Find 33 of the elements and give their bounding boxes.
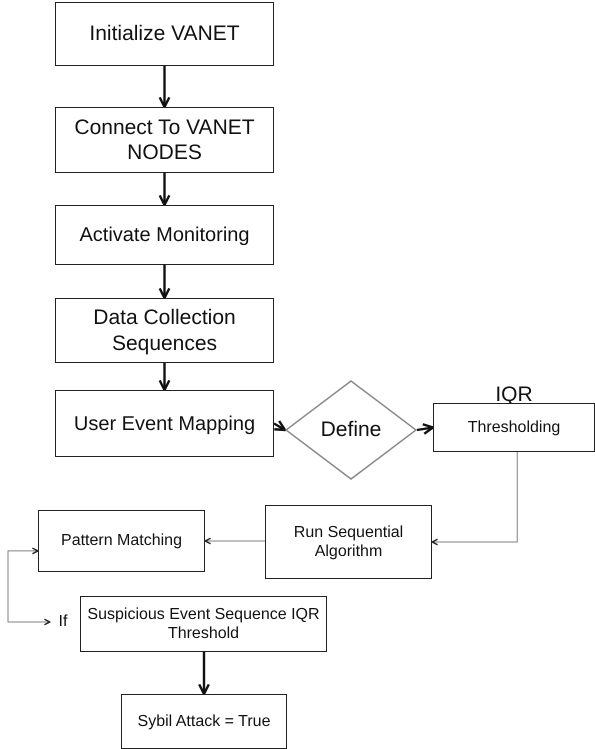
arrow — [198, 652, 210, 696]
arrow — [158, 66, 170, 108]
process-box — [55, 205, 274, 265]
box-label: Pattern Matching — [61, 531, 182, 551]
process-box — [55, 298, 274, 363]
process-box — [55, 107, 274, 173]
box-label: Sybil Attack = True — [138, 712, 270, 732]
process-box — [38, 510, 205, 572]
box-label: Define — [320, 417, 382, 443]
arrow — [204, 538, 266, 544]
box-label: User Event Mapping — [74, 412, 256, 436]
box-heading: IQR — [495, 382, 533, 404]
decision-diamond — [285, 380, 417, 480]
box-label: Run Sequential Algorithm — [292, 522, 404, 562]
process-box — [55, 390, 274, 457]
arrow — [416, 423, 434, 435]
arrow — [273, 420, 286, 432]
process-box — [265, 505, 432, 579]
box-label: Thresholding — [468, 418, 560, 438]
box-label: Initialize VANET — [89, 21, 240, 47]
process-box — [55, 2, 274, 66]
condition-label: If — [50, 608, 76, 636]
arrow — [431, 452, 518, 546]
box-label: Activate Monitoring — [79, 223, 250, 247]
arrow — [158, 265, 170, 300]
arrow — [8, 547, 51, 626]
process-box — [80, 596, 327, 652]
box-label: Data Collection Sequences — [92, 305, 237, 356]
box-label: Suspicious Event Sequence IQR Threshold — [86, 604, 321, 644]
arrow — [158, 363, 170, 392]
box-label: Connect To VANET NODES — [73, 114, 256, 166]
process-box — [121, 694, 287, 749]
arrow — [158, 173, 170, 206]
